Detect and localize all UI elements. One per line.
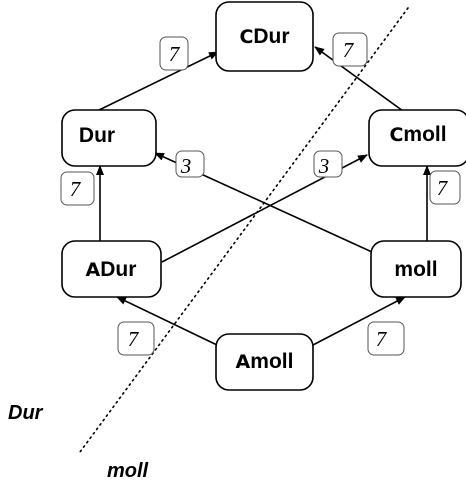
- node-mid-right-label: moll: [394, 258, 437, 281]
- badge-right-vertical-value: 7: [437, 176, 449, 200]
- node-bottom-label: moll: [250, 350, 293, 373]
- node-upper-left-label: Dur: [79, 124, 115, 147]
- edge-upper-left-to-top: [96, 51, 219, 112]
- region-divider-line: [79, 7, 409, 453]
- badge-top-left-value: 7: [169, 42, 181, 66]
- badge-cross-left: 3: [175, 150, 205, 178]
- node-upper-right: Cmoll: [368, 109, 466, 167]
- badge-left-vertical: 7: [60, 171, 95, 206]
- node-top-label: Dur: [253, 25, 289, 48]
- region-label-upper: Dur: [8, 402, 44, 424]
- badge-bottom-left: 7: [117, 321, 155, 356]
- node-bottom: Amoll: [215, 333, 314, 391]
- svg-text:CDur: CDur: [239, 25, 289, 48]
- region-label-lower: moll: [107, 460, 149, 482]
- node-upper-right-label: moll: [403, 123, 446, 146]
- node-mid-left-label: Dur: [100, 258, 136, 281]
- node-bottom-symbol: A: [236, 351, 251, 373]
- badge-bottom-right: 7: [367, 321, 405, 356]
- edge-bottom-to-mid-left: [116, 296, 218, 346]
- badge-top-right-value: 7: [343, 38, 355, 62]
- svg-text:ADur: ADur: [86, 258, 137, 281]
- node-upper-left: Dur: [61, 109, 157, 167]
- badge-left-vertical-value: 7: [70, 177, 82, 201]
- node-mid-left-symbol: A: [86, 259, 101, 281]
- svg-text:Cmoll: Cmoll: [389, 123, 446, 146]
- node-top: CDur: [215, 1, 314, 72]
- badge-top-left: 7: [159, 36, 189, 71]
- node-upper-right-symbol: C: [389, 124, 403, 146]
- badge-right-vertical: 7: [429, 170, 461, 205]
- node-top-symbol: C: [239, 26, 253, 48]
- badge-bottom-left-value: 7: [128, 327, 140, 351]
- node-mid-left: ADur: [61, 240, 162, 298]
- node-mid-right: moll: [370, 240, 462, 298]
- badge-cross-right-value: 3: [318, 154, 330, 178]
- badge-bottom-right-value: 7: [376, 327, 388, 351]
- svg-text:Amoll: Amoll: [236, 350, 294, 373]
- edge-bottom-to-mid-right: [312, 296, 406, 346]
- edge-upper-right-to-top: [314, 46, 404, 112]
- badge-cross-right: 3: [313, 150, 343, 178]
- badge-top-right: 7: [332, 32, 368, 67]
- badge-cross-left-value: 3: [180, 154, 192, 178]
